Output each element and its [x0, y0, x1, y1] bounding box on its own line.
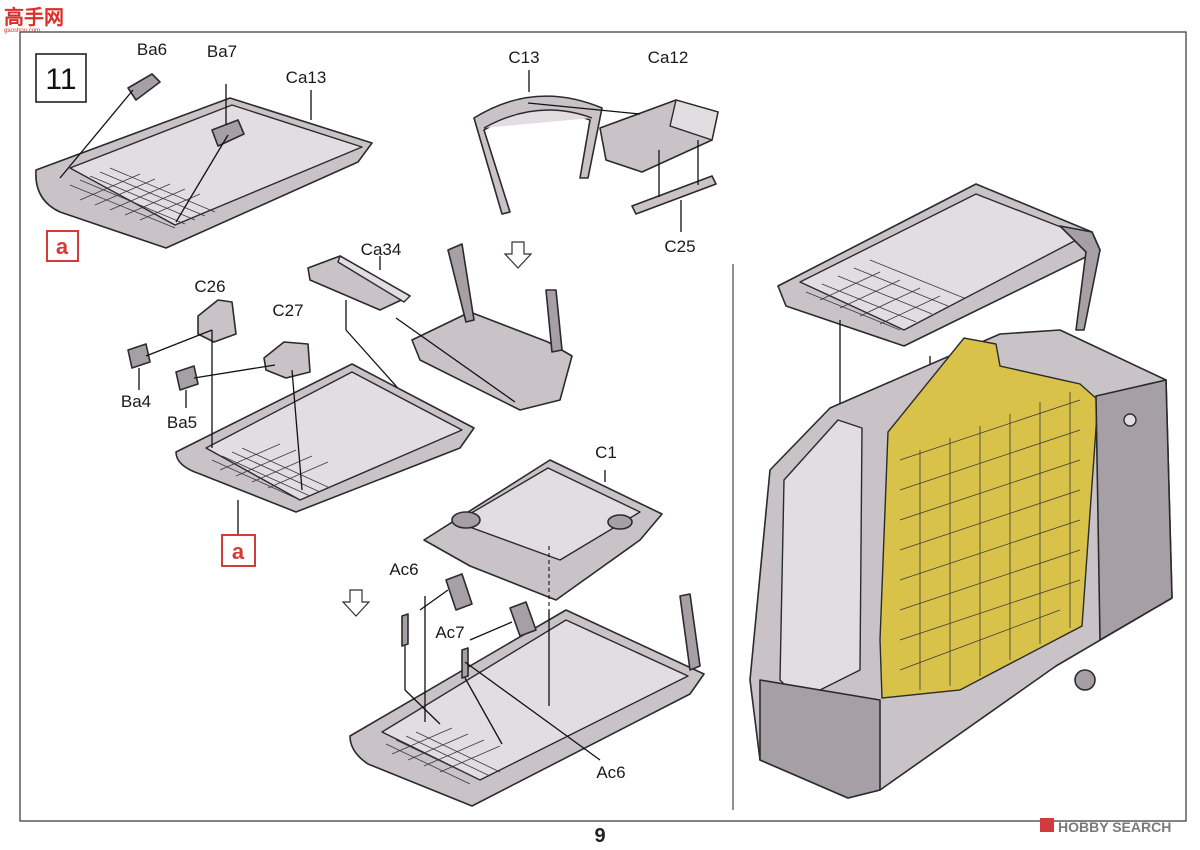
- cab-roof: [777, 183, 1101, 347]
- step-arrow-2: [341, 589, 371, 617]
- logo-subtext: gaoshou.com: [4, 28, 40, 34]
- part-ac6-top: [401, 613, 409, 647]
- watermark-hobby-search: HOBBY SEARCH: [1040, 818, 1171, 835]
- part-c25: [631, 175, 717, 215]
- part-ba5: [175, 365, 199, 391]
- lead-c27: [291, 369, 303, 491]
- lead-ac7-b: [469, 621, 513, 641]
- roof-underside-mid: [175, 363, 475, 513]
- label-c25: C25: [664, 237, 695, 256]
- part-ac7-a: [445, 573, 473, 611]
- label-ba5: Ba5: [167, 413, 197, 432]
- lead-ac6-bottom-label: [464, 661, 601, 761]
- lead-ac6-c: [464, 677, 503, 745]
- callout-a-bottom-letter: a: [232, 539, 245, 564]
- watermark-logo-icon: [1040, 818, 1054, 832]
- label-c27: C27: [272, 301, 303, 320]
- watermark-text: HOBBY SEARCH: [1058, 819, 1171, 835]
- label-c26: C26: [194, 277, 225, 296]
- lead-ba6: [59, 89, 134, 179]
- label-ac7: Ac7: [435, 623, 464, 642]
- label-ba6: Ba6: [137, 40, 167, 59]
- logo-text: 高手网: [4, 5, 64, 29]
- label-ac6-top: Ac6: [389, 560, 418, 579]
- lead-ba5: [193, 364, 276, 379]
- lead-ac6-b: [404, 689, 441, 725]
- roof-underside-top: [35, 73, 373, 249]
- lead-ac7-a: [419, 589, 449, 611]
- step-number-box: 11: [35, 53, 87, 103]
- label-ca13: Ca13: [286, 68, 327, 87]
- part-ac6-bottom: [461, 647, 469, 679]
- step-arrow-1: [503, 241, 533, 269]
- label-ac6-bottom: Ac6: [596, 763, 625, 782]
- callout-a-bottom: a: [221, 534, 256, 567]
- lead-ca34-b: [395, 317, 516, 403]
- lead-ca12: [527, 102, 641, 115]
- part-ac7-b: [509, 601, 537, 637]
- page-number: 9: [594, 825, 605, 845]
- label-c13: C13: [508, 48, 539, 67]
- label-c1: C1: [595, 443, 617, 462]
- callout-a-top-letter: a: [56, 234, 69, 259]
- part-ca34: [307, 255, 411, 311]
- label-ba7: Ba7: [207, 42, 237, 61]
- step-number: 11: [45, 63, 76, 96]
- part-ca12: [599, 99, 719, 173]
- label-ca34: Ca34: [361, 240, 402, 259]
- floor-c1: [423, 459, 663, 601]
- tub-floor: [349, 593, 705, 807]
- callout-a-top: a: [46, 230, 79, 262]
- rear-panel: [411, 243, 573, 411]
- lead-ba4: [145, 329, 213, 357]
- lead-ba7: [175, 134, 229, 223]
- part-ba4: [127, 343, 151, 369]
- hood-c13: [473, 95, 603, 215]
- cab-body: [749, 329, 1173, 799]
- page-frame: [19, 31, 1187, 822]
- label-ca12: Ca12: [648, 48, 689, 67]
- part-c27: [263, 341, 311, 379]
- part-c26: [197, 299, 237, 343]
- label-ba4: Ba4: [121, 392, 151, 411]
- site-logo: 高手网 gaoshou.com: [4, 5, 64, 34]
